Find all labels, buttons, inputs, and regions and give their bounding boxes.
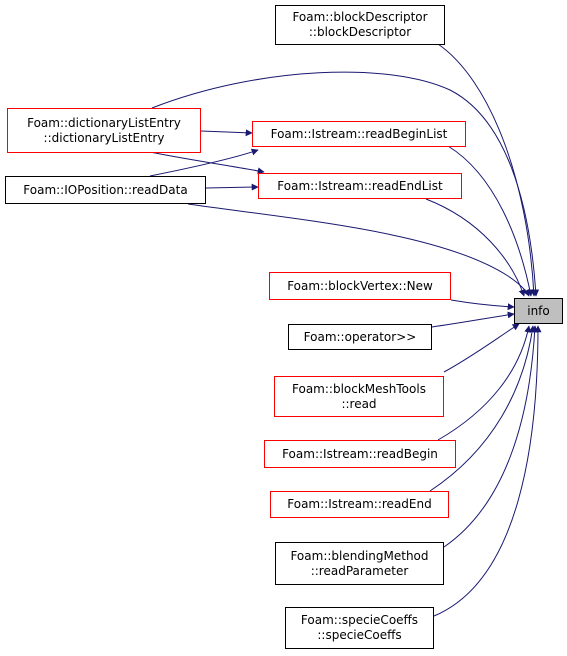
edge-read-data-to-info: [187, 203, 530, 297]
edge-operator-to-info: [431, 311, 515, 328]
node-block-vertex-new[interactable]: Foam::blockVertex::New: [269, 272, 451, 300]
node-istream-read-end[interactable]: Foam::Istream::readEnd: [270, 491, 449, 518]
node-block-descriptor[interactable]: Foam::blockDescriptor ::blockDescriptor: [275, 5, 445, 45]
edge-dictionary-list-entry-to-info: [151, 71, 540, 297]
node-info: info: [514, 298, 563, 324]
node-blending-method-read-parameter[interactable]: Foam::blendingMethod ::readParameter: [275, 542, 444, 585]
node-istream-read-end-list[interactable]: Foam::Istream::readEndList: [258, 173, 462, 199]
edge-block-mesh-tools-to-info: [443, 323, 520, 373]
edge-read-end-list-to-info: [425, 198, 526, 297]
edge-blending-method-to-info: [443, 325, 539, 548]
node-label-line1: Foam::blockMeshTools: [292, 381, 426, 396]
node-label-line2: ::blockDescriptor: [308, 25, 412, 39]
node-label-line2: ::read: [341, 396, 377, 411]
edge-read-data-to-read-begin-list: [149, 148, 259, 177]
edge-read-begin-list-to-info: [447, 145, 534, 297]
edge-read-begin-to-info: [437, 325, 532, 441]
node-istream-read-begin[interactable]: Foam::Istream::readBegin: [264, 440, 456, 468]
node-specie-coeffs[interactable]: Foam::specieCoeffs ::specieCoeffs: [285, 607, 434, 649]
node-istream-read-begin-list[interactable]: Foam::Istream::readBeginList: [252, 121, 466, 147]
node-dictionary-list-entry[interactable]: Foam::dictionaryListEntry ::dictionaryLi…: [7, 108, 201, 153]
node-label-line1: Foam::blockDescriptor: [292, 10, 428, 24]
node-label: Foam::Istream::readBegin: [282, 446, 438, 461]
node-label-line2: ::dictionaryListEntry: [43, 130, 165, 145]
node-block-mesh-tools-read[interactable]: Foam::blockMeshTools ::read: [274, 376, 444, 417]
edge-read-end-to-info: [429, 325, 536, 492]
edge-read-data-to-read-end-list: [205, 183, 259, 191]
node-label-line2: ::readParameter: [310, 563, 409, 578]
node-operator-shift[interactable]: Foam::operator>>: [288, 324, 432, 350]
edge-dictionary-list-entry-to-read-begin-list: [200, 129, 253, 137]
node-label: Foam::operator>>: [303, 329, 417, 344]
node-label: Foam::blockVertex::New: [287, 278, 433, 293]
node-label-line1: Foam::dictionaryListEntry: [27, 115, 181, 130]
node-label: Foam::Istream::readBeginList: [270, 126, 448, 141]
node-label-line1: Foam::blendingMethod: [290, 548, 429, 563]
edge-block-vertex-new-to-info: [450, 299, 515, 311]
node-label-line2: ::specieCoeffs: [317, 628, 402, 642]
edge-specie-coeffs-to-info: [433, 325, 542, 617]
edge-dictionary-list-entry-to-read-end-list: [149, 151, 265, 175]
node-label-line1: Foam::specieCoeffs: [300, 613, 419, 627]
node-label: Foam::Istream::readEnd: [287, 497, 432, 511]
node-label: Foam::IOPosition::readData: [23, 182, 188, 197]
node-info-label: info: [527, 303, 550, 318]
edge-block-descriptor-to-info: [437, 43, 538, 297]
node-label: Foam::Istream::readEndList: [277, 178, 443, 193]
node-io-position-read-data[interactable]: Foam::IOPosition::readData: [5, 176, 206, 204]
